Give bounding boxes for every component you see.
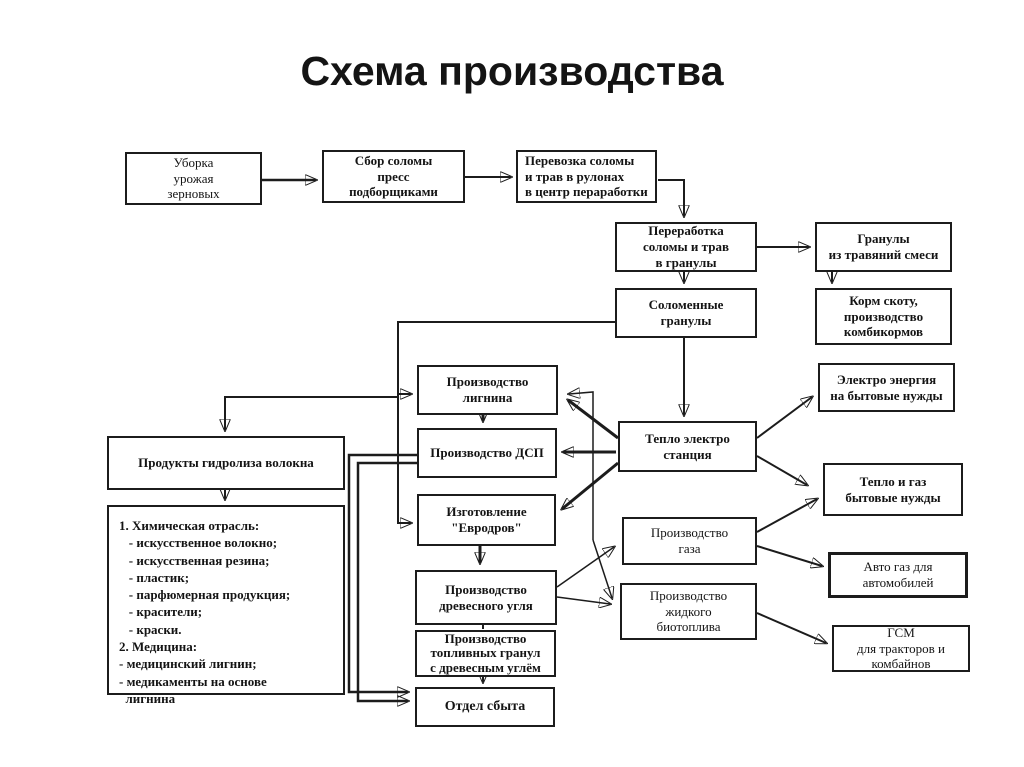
node-auto-gas: Авто газ для автомобилей [828,552,968,598]
node-grain-harvest: Уборка урожая зерновых [125,152,262,205]
node-liquid-biofuel-production: Производство жидкого биотоплива [620,583,757,640]
node-fiber-hydrolysis-products: Продукты гидролиза волокна [107,436,345,490]
node-straw-transport: Перевозка соломы и трав в рулонах в цент… [516,150,657,203]
node-sales-department: Отдел сбыта [415,687,555,727]
page-title: Схема производства [300,48,724,94]
node-eurowood-production: Изготовление "Евродров" [417,494,556,546]
node-lignin-production: Производство лигнина [417,365,558,415]
node-gas-production: Производство газа [622,517,757,565]
node-fuel-pellets-production: Производство топливных гранул с древесны… [415,630,556,677]
node-grass-mix-pellets: Гранулы из травяний смеси [815,222,952,272]
node-straw-processing: Переработка соломы и трав в гранулы [615,222,757,272]
node-fuel-lubricants: ГСМ для тракторов и комбайнов [832,625,970,672]
straw-pellets-branch-arrows [225,321,615,523]
node-straw-collection: Сбор соломы пресс подборщиками [322,150,465,203]
sales-feed-arrows [347,453,417,701]
node-cattle-feed: Корм скоту, производство комбикормов [815,288,952,345]
node-household-heat-gas: Тепло и газ бытовые нужды [823,463,963,516]
node-chp-station: Тепло электро станция [618,421,757,472]
node-straw-pellets: Соломенные гранулы [615,288,757,338]
node-household-electricity: Электро энергия на бытовые нужды [818,363,955,412]
node-chipboard-production: Производство ДСП [417,428,557,478]
node-chemical-medicine-list: 1. Химическая отрасль: - искусственное в… [107,505,345,706]
node-charcoal-production: Производство древесного угля [415,570,557,625]
